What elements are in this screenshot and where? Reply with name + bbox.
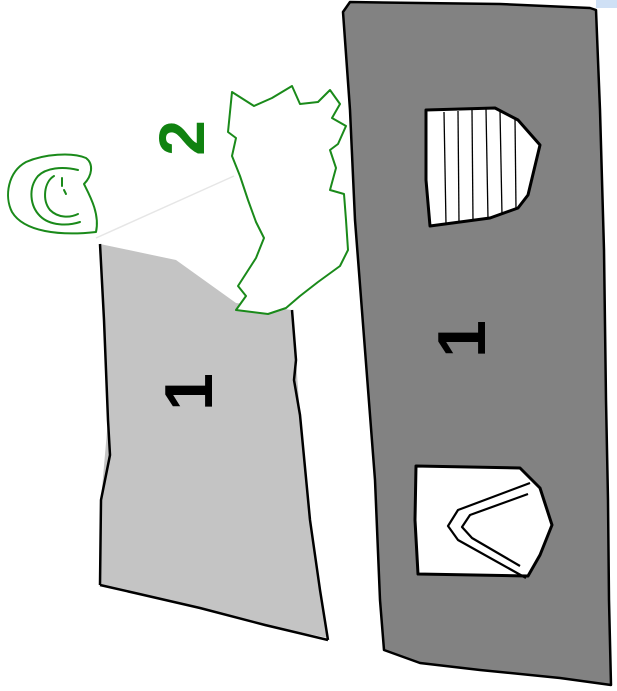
green-piece-number: 2 xyxy=(146,120,218,156)
green-piece: 2 xyxy=(146,85,349,315)
head-inner-loop xyxy=(30,167,81,226)
top-cutout-stripes xyxy=(443,108,517,225)
dark-piece-number: 1 xyxy=(424,320,500,358)
fold-line xyxy=(95,175,235,239)
light-piece-bottom-edge xyxy=(99,583,329,642)
bottom-cutout-shape xyxy=(413,464,554,578)
head-outer-loop xyxy=(7,153,98,235)
top-cutout-shape xyxy=(424,106,542,228)
chevron-mark-inner xyxy=(460,492,529,567)
bottom-cutout xyxy=(413,464,554,579)
head-mark-2 xyxy=(63,189,67,195)
light-piece-body xyxy=(100,244,328,638)
head-outline-icon xyxy=(7,153,98,235)
light-piece-number: 1 xyxy=(151,373,227,411)
light-piece: 1 xyxy=(98,243,330,642)
light-piece-right-edge xyxy=(290,309,330,641)
dark-piece: 1 xyxy=(341,0,613,687)
chevron-mark-outer xyxy=(446,481,531,579)
corner-accent xyxy=(596,0,617,8)
light-piece-left-edge xyxy=(98,243,112,586)
green-piece-outline xyxy=(227,85,349,315)
top-cutout xyxy=(424,106,542,228)
head-face-line xyxy=(44,175,79,218)
